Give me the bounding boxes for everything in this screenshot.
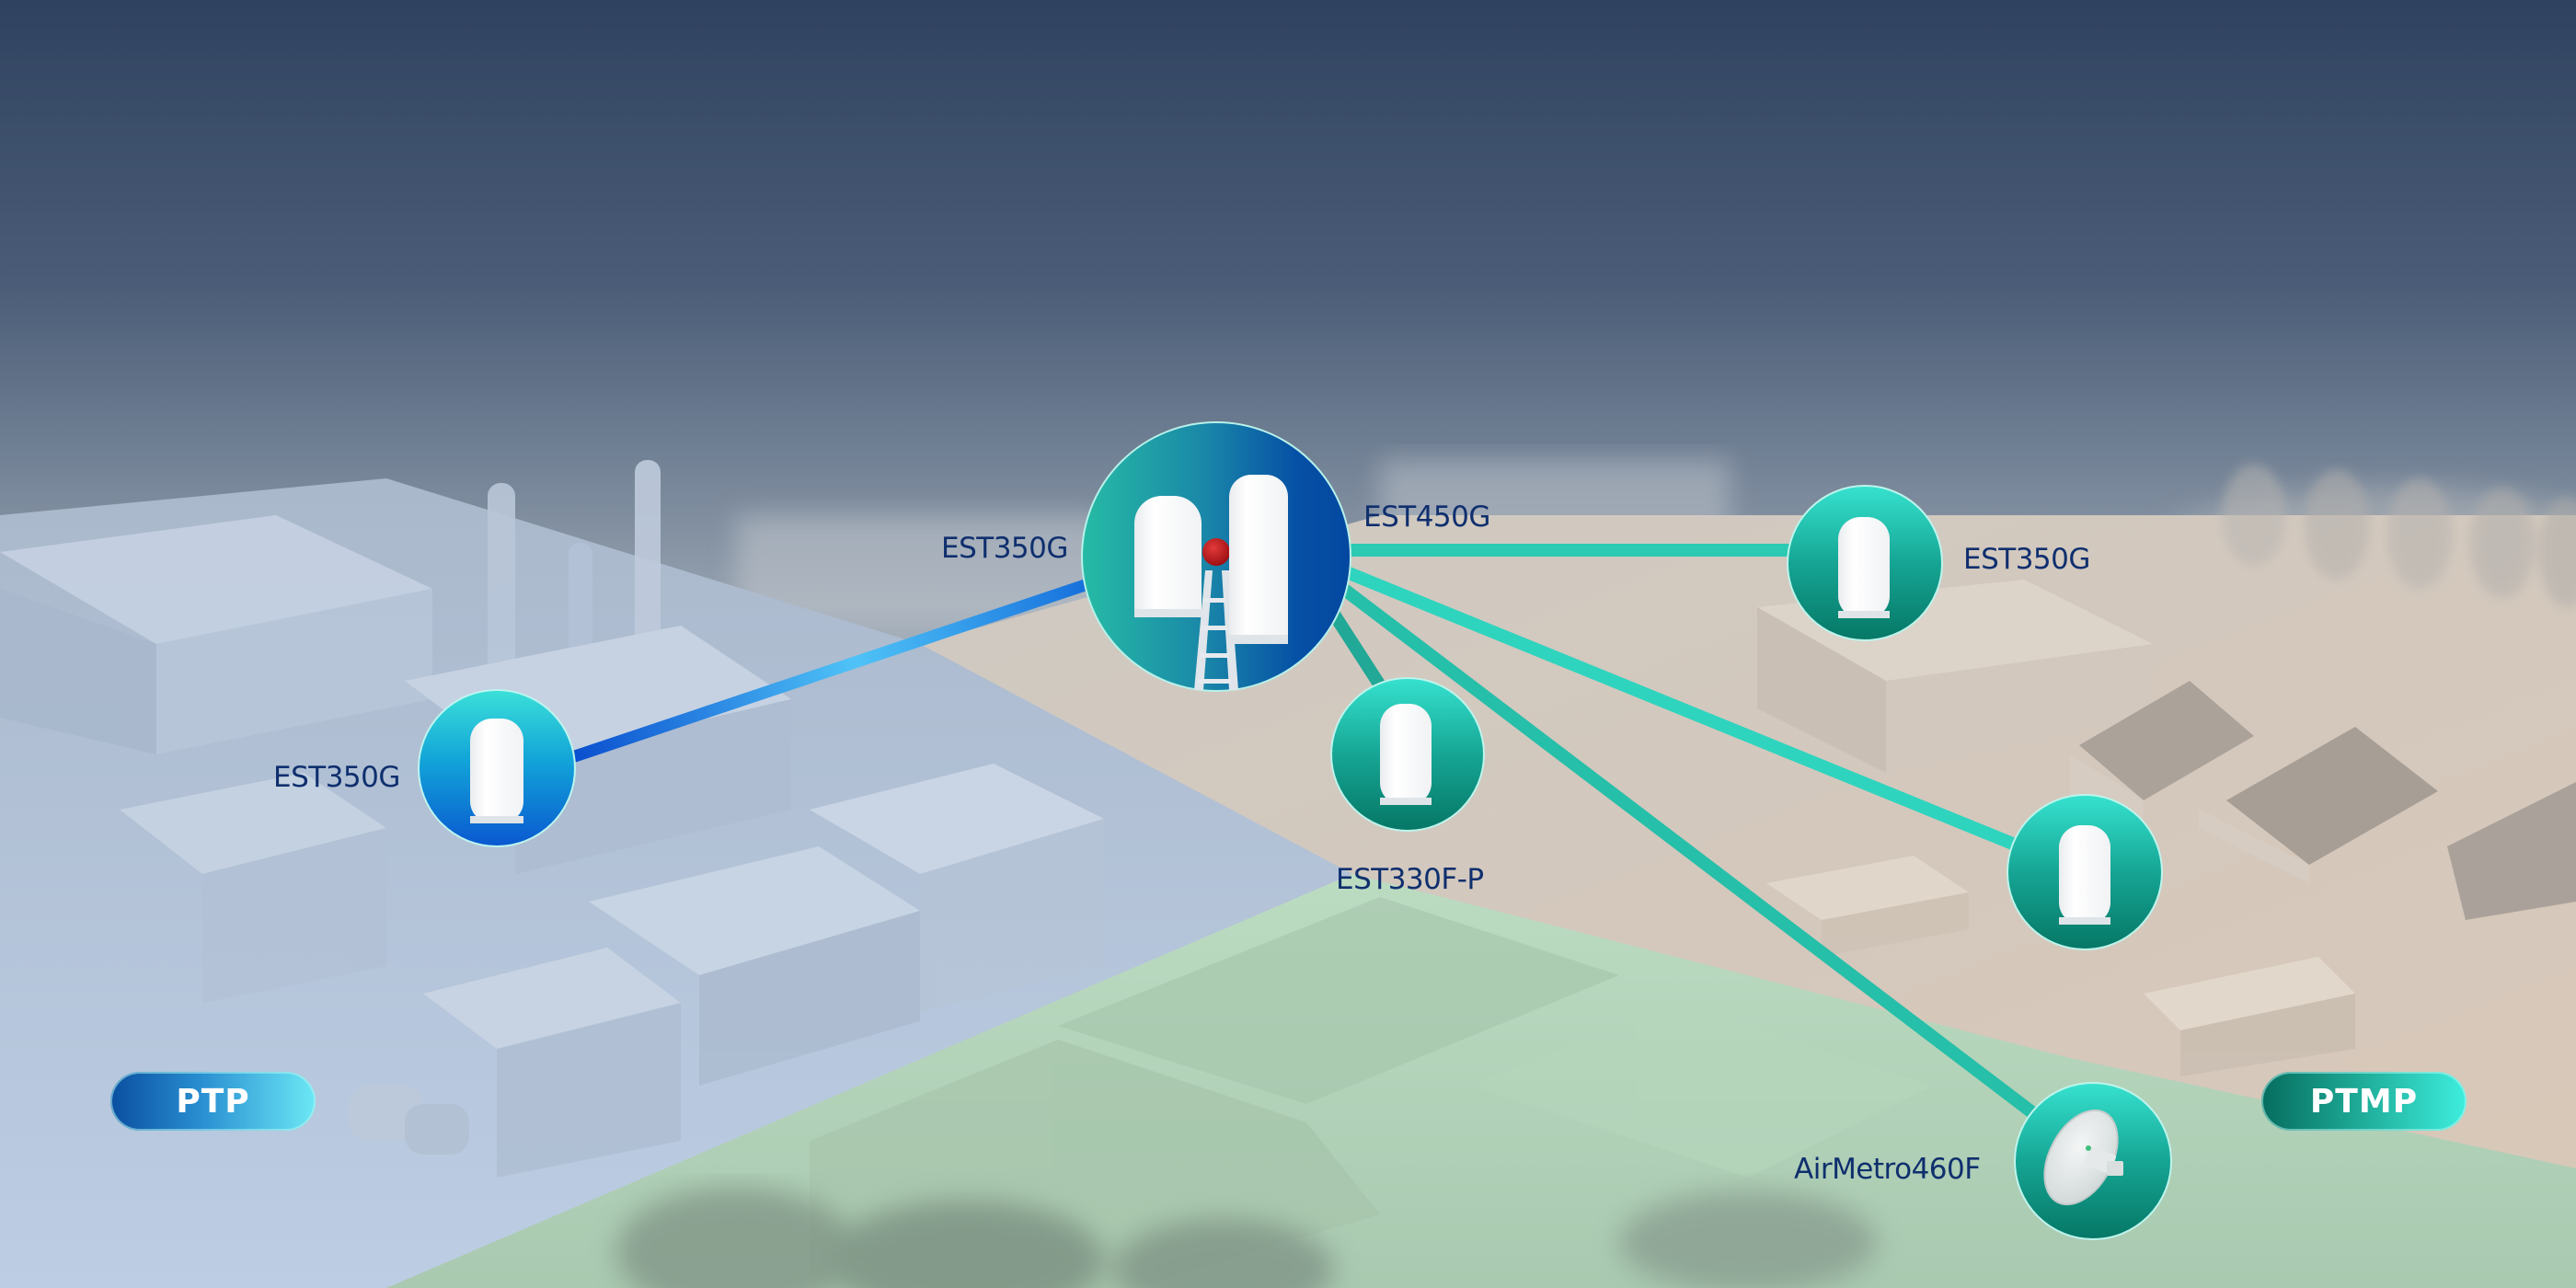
foreground-trees [616, 1187, 1877, 1288]
ptmp-top-label: EST350G [1963, 543, 2090, 576]
node-ptmp-est330f-p[interactable] [1330, 677, 1485, 832]
hub-left-device-label: EST350G [941, 532, 1068, 565]
cpe-device-icon [470, 719, 523, 823]
ptmp-link-dish [1288, 545, 2038, 1119]
ptmp-near-label: EST330F-P [1336, 863, 1484, 896]
hub-node[interactable] [1081, 421, 1351, 692]
node-ptmp-airmetro460f[interactable] [2014, 1082, 2172, 1240]
node-ptmp-est350g[interactable] [1787, 485, 1943, 641]
industrial-buildings [0, 460, 1104, 1178]
ptmp-link-houses [1290, 544, 2018, 851]
beacon-icon [1202, 538, 1230, 566]
tree-row [2222, 465, 2576, 607]
cpe-device-icon [1380, 704, 1432, 805]
ptp-link [569, 562, 1141, 763]
node-ptp-est350g[interactable] [418, 689, 576, 847]
hub-device-est350g-icon [1134, 496, 1202, 617]
dish-antenna-icon [2043, 1109, 2123, 1206]
cpe-device-icon [2059, 825, 2110, 925]
ptmp-mode-badge: PTMP [2261, 1072, 2467, 1131]
ptp-remote-label: EST350G [273, 761, 400, 794]
ptmp-dish-label: AirMetro460F [1794, 1153, 1981, 1186]
ptp-mode-badge: PTP [110, 1072, 316, 1131]
cpe-device-icon [1838, 517, 1890, 618]
node-ptmp-houses[interactable] [2007, 794, 2163, 950]
hub-right-device-label: EST450G [1363, 500, 1490, 534]
hub-device-est450g-icon [1229, 475, 1288, 644]
